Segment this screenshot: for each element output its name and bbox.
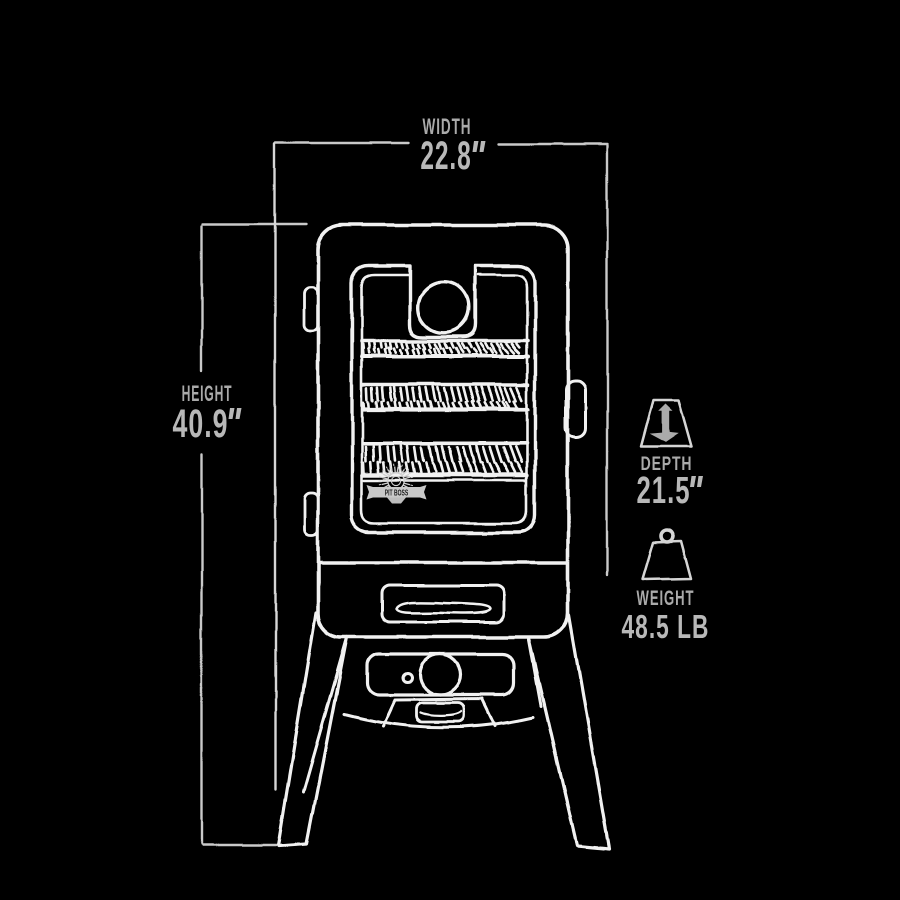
svg-text:40.9: 40.9 bbox=[173, 402, 229, 447]
svg-text:HEIGHT: HEIGHT bbox=[182, 381, 233, 406]
svg-text:WEIGHT: WEIGHT bbox=[637, 586, 695, 610]
svg-text:DEPTH: DEPTH bbox=[641, 453, 693, 475]
svg-text:PIT BOSS: PIT BOSS bbox=[385, 489, 409, 497]
svg-text:22.8: 22.8 bbox=[420, 133, 471, 177]
svg-text:21.5: 21.5 bbox=[636, 469, 690, 511]
svg-text:WIDTH: WIDTH bbox=[423, 114, 472, 139]
svg-text:48.5 LB: 48.5 LB bbox=[622, 609, 710, 646]
